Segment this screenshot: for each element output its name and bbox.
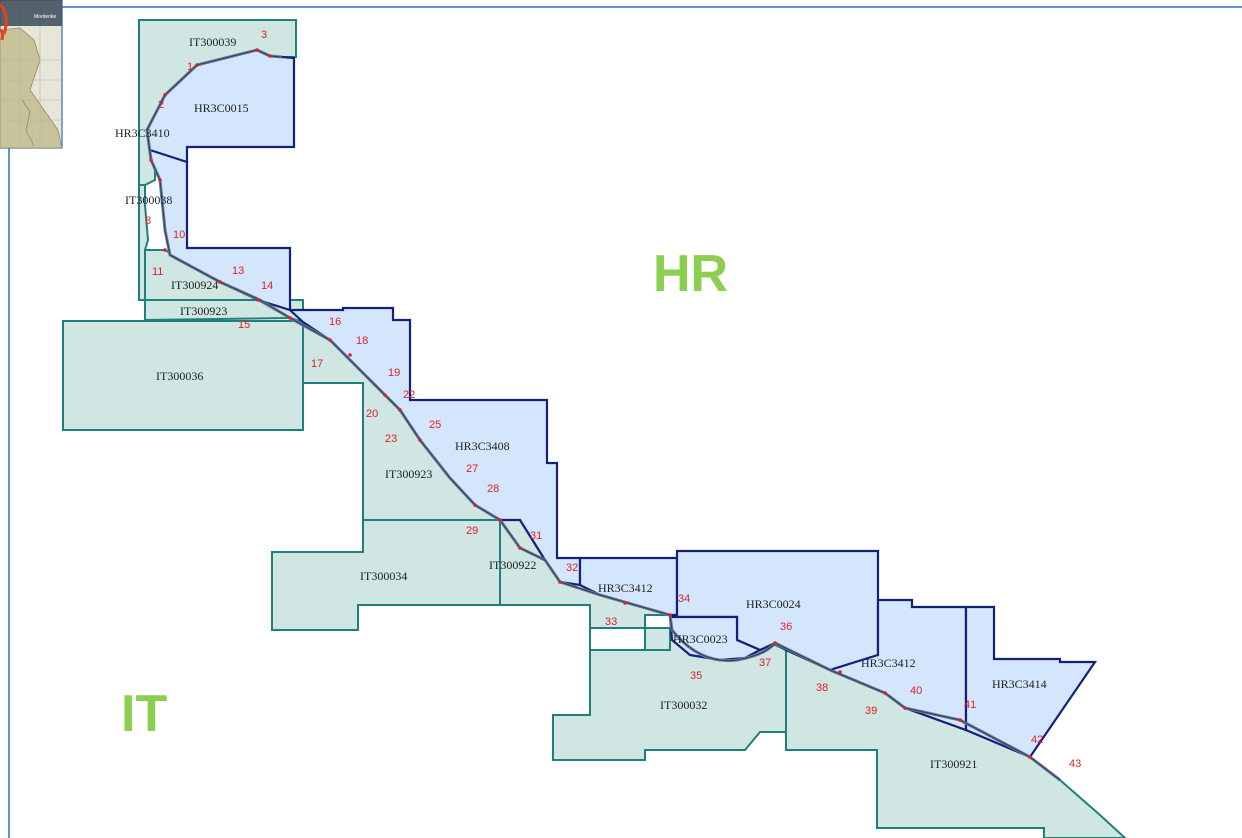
block-labels: IT300039 HR3C0015 HR3C3410 IT300038 IT30…	[115, 35, 1047, 771]
point-label-17: 17	[311, 358, 323, 370]
point-label-29: 29	[466, 525, 478, 537]
block-HR3C3414	[964, 605, 1098, 759]
point-label-15: 15	[238, 319, 250, 331]
point-label-25: 25	[429, 419, 441, 431]
label-HR3C3412-west: HR3C3412	[598, 581, 653, 595]
point-label-34: 34	[678, 593, 690, 605]
point-label-20: 20	[366, 408, 378, 420]
label-HR3C0015: HR3C0015	[194, 101, 249, 115]
label-IT300923: IT300923	[385, 467, 432, 481]
label-IT300038: IT300038	[125, 193, 172, 207]
point-label-31: 31	[530, 530, 542, 542]
label-IT300032: IT300032	[660, 698, 707, 712]
point-label-41: 41	[964, 699, 976, 711]
point-label-18: 18	[356, 335, 368, 347]
label-IT300921: IT300921	[930, 757, 977, 771]
block-HR3C3412-east	[826, 598, 968, 732]
point-label-33: 33	[605, 616, 617, 628]
label-HR3C0023: HR3C0023	[673, 632, 728, 646]
inset-label: Mordenke	[34, 14, 56, 20]
point-label-1: 1	[187, 61, 193, 73]
point-label-27: 27	[466, 463, 478, 475]
point-label-3: 3	[261, 29, 267, 41]
point-label-36: 36	[780, 621, 792, 633]
label-HR3C3410: HR3C3410	[115, 126, 170, 140]
country-label-it: IT	[121, 685, 167, 743]
label-IT300924: IT300924	[171, 278, 218, 292]
block-IT300038	[138, 184, 150, 301]
label-HR3C3412-east: HR3C3412	[861, 656, 916, 670]
label-IT300039: IT300039	[189, 35, 236, 49]
point-label-19: 19	[388, 367, 400, 379]
point-label-23: 23	[385, 433, 397, 445]
vertex-dots	[149, 48, 1032, 759]
inset-map: Mordenke	[0, 0, 63, 149]
label-IT300922: IT300922	[489, 558, 536, 572]
point-label-2: 2	[158, 99, 164, 111]
point-label-14: 14	[261, 280, 273, 292]
country-label-hr: HR	[653, 245, 728, 303]
boundary-line	[145, 48, 1061, 782]
point-label-39: 39	[865, 705, 877, 717]
point-label-8: 8	[145, 215, 151, 227]
label-IT300036: IT300036	[156, 369, 203, 383]
point-label-28: 28	[487, 483, 499, 495]
point-label-37: 37	[759, 657, 771, 669]
label-HR3C0024: HR3C0024	[746, 597, 801, 611]
point-label-13: 13	[232, 265, 244, 277]
block-IT-hook	[644, 627, 671, 651]
point-label-32: 32	[566, 562, 578, 574]
label-IT300034: IT300034	[360, 569, 407, 583]
label-HR3C3414: HR3C3414	[992, 677, 1047, 691]
point-label-38: 38	[816, 682, 828, 694]
point-label-10: 10	[173, 229, 185, 241]
point-label-11: 11	[152, 266, 163, 278]
point-label-35: 35	[690, 670, 702, 682]
point-label-42: 42	[1031, 734, 1043, 746]
point-label-22: 22	[403, 389, 415, 401]
point-label-43: 43	[1069, 758, 1081, 770]
label-HR3C3408: HR3C3408	[455, 439, 510, 453]
point-label-16: 16	[329, 316, 341, 328]
block-IT300036	[62, 320, 304, 431]
label-IT300923-north: IT300923	[180, 304, 227, 318]
point-labels: 1 2 3 8 10 11 13 14 15 16 17 18 19 20 22…	[145, 29, 1081, 770]
point-label-40: 40	[910, 685, 922, 697]
